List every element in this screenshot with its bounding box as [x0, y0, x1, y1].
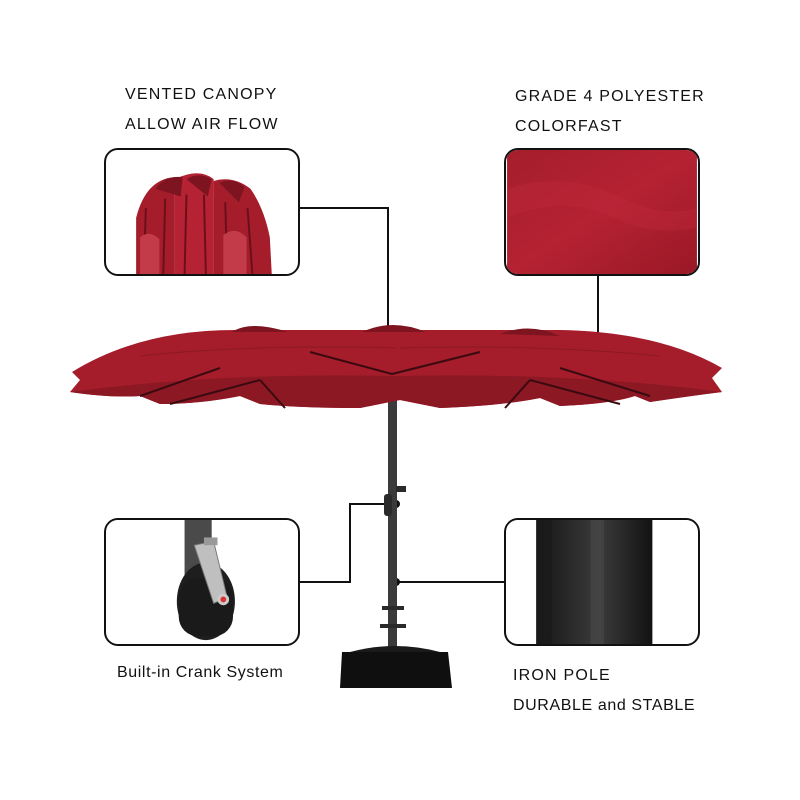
canopy-callout: VENTED CANOPY ALLOW AIR FLOW [125, 80, 279, 140]
pole-inset [504, 518, 700, 646]
crank-callout-line1: Built-in Crank System [117, 664, 284, 681]
crank-photo [107, 520, 297, 644]
pole-photo [507, 520, 697, 644]
fabric-inset [504, 148, 700, 276]
fabric-callout-line2: COLORFAST [515, 118, 623, 135]
umbrella-canopy [70, 325, 722, 409]
fabric-callout: GRADE 4 POLYESTER COLORFAST [515, 82, 705, 142]
callout-connectors [298, 207, 599, 583]
pole-callout-line1: IRON POLE [513, 667, 611, 684]
fabric-photo [507, 150, 697, 274]
canopy-callout-line2: ALLOW AIR FLOW [125, 116, 279, 133]
vented-canopy-inset [104, 148, 300, 276]
crank-connector [298, 503, 396, 583]
canopy-callout-line1: VENTED CANOPY [125, 86, 278, 103]
canopy-connector [298, 207, 389, 330]
crank-inset [104, 518, 300, 646]
vented-canopy-photo [107, 150, 297, 274]
crank-callout: Built-in Crank System [117, 658, 283, 688]
umbrella-base [340, 652, 452, 688]
pole-callout-line2: DURABLE and STABLE [513, 697, 696, 714]
umbrella-pole [388, 336, 397, 666]
pole-callout: IRON POLE DURABLE and STABLE [513, 661, 695, 721]
fabric-callout-line1: GRADE 4 POLYESTER [515, 88, 705, 105]
